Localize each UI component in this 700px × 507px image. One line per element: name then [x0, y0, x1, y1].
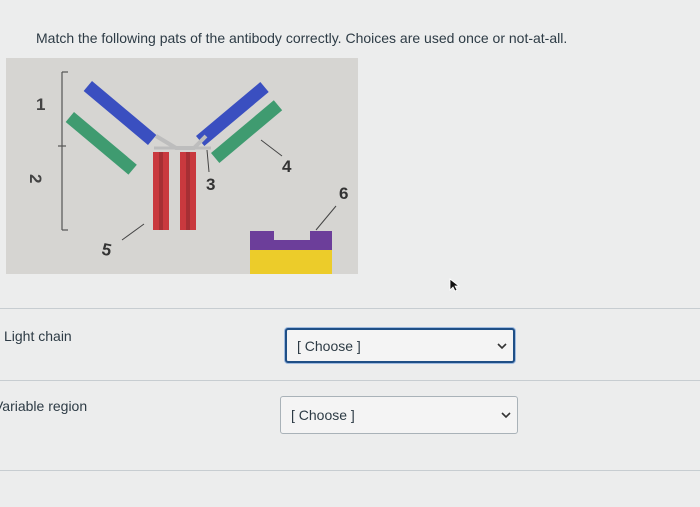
row-label-light-chain: Light chain: [4, 328, 72, 344]
chevron-down-icon: [501, 412, 511, 419]
label-6: 6: [339, 184, 348, 203]
row-label-variable-region: Variable region: [0, 398, 88, 414]
right-light-chain: [211, 100, 283, 163]
select-value: [ Choose ]: [297, 337, 361, 354]
divider-bottom: [0, 470, 700, 471]
leader-6: [315, 205, 337, 231]
right-heavy-variable: [196, 82, 269, 146]
chevron-down-icon: [497, 342, 507, 349]
divider-middle: [0, 380, 700, 381]
antigen-base: [250, 250, 332, 274]
antigen-top: [250, 231, 332, 250]
label-2: 2: [26, 174, 45, 183]
select-value: [ Choose ]: [291, 407, 355, 423]
left-heavy-variable: [83, 81, 157, 145]
label-4: 4: [282, 157, 292, 176]
label-1: 1: [36, 95, 45, 114]
leader-3: [206, 149, 210, 173]
antibody-diagram: 1 2 3 4 5 6: [6, 58, 358, 274]
divider-top: [0, 308, 700, 309]
variable-region-select[interactable]: [ Choose ]: [280, 396, 518, 434]
leader-4: [260, 139, 283, 157]
left-light-chain: [65, 112, 137, 175]
label-3: 3: [206, 175, 215, 194]
light-chain-select[interactable]: [ Choose ]: [285, 328, 515, 363]
label-5: 5: [100, 240, 113, 261]
leader-5: [121, 223, 145, 241]
question-prompt: Match the following pats of the antibody…: [36, 30, 568, 46]
mouse-cursor-icon: [449, 278, 461, 292]
